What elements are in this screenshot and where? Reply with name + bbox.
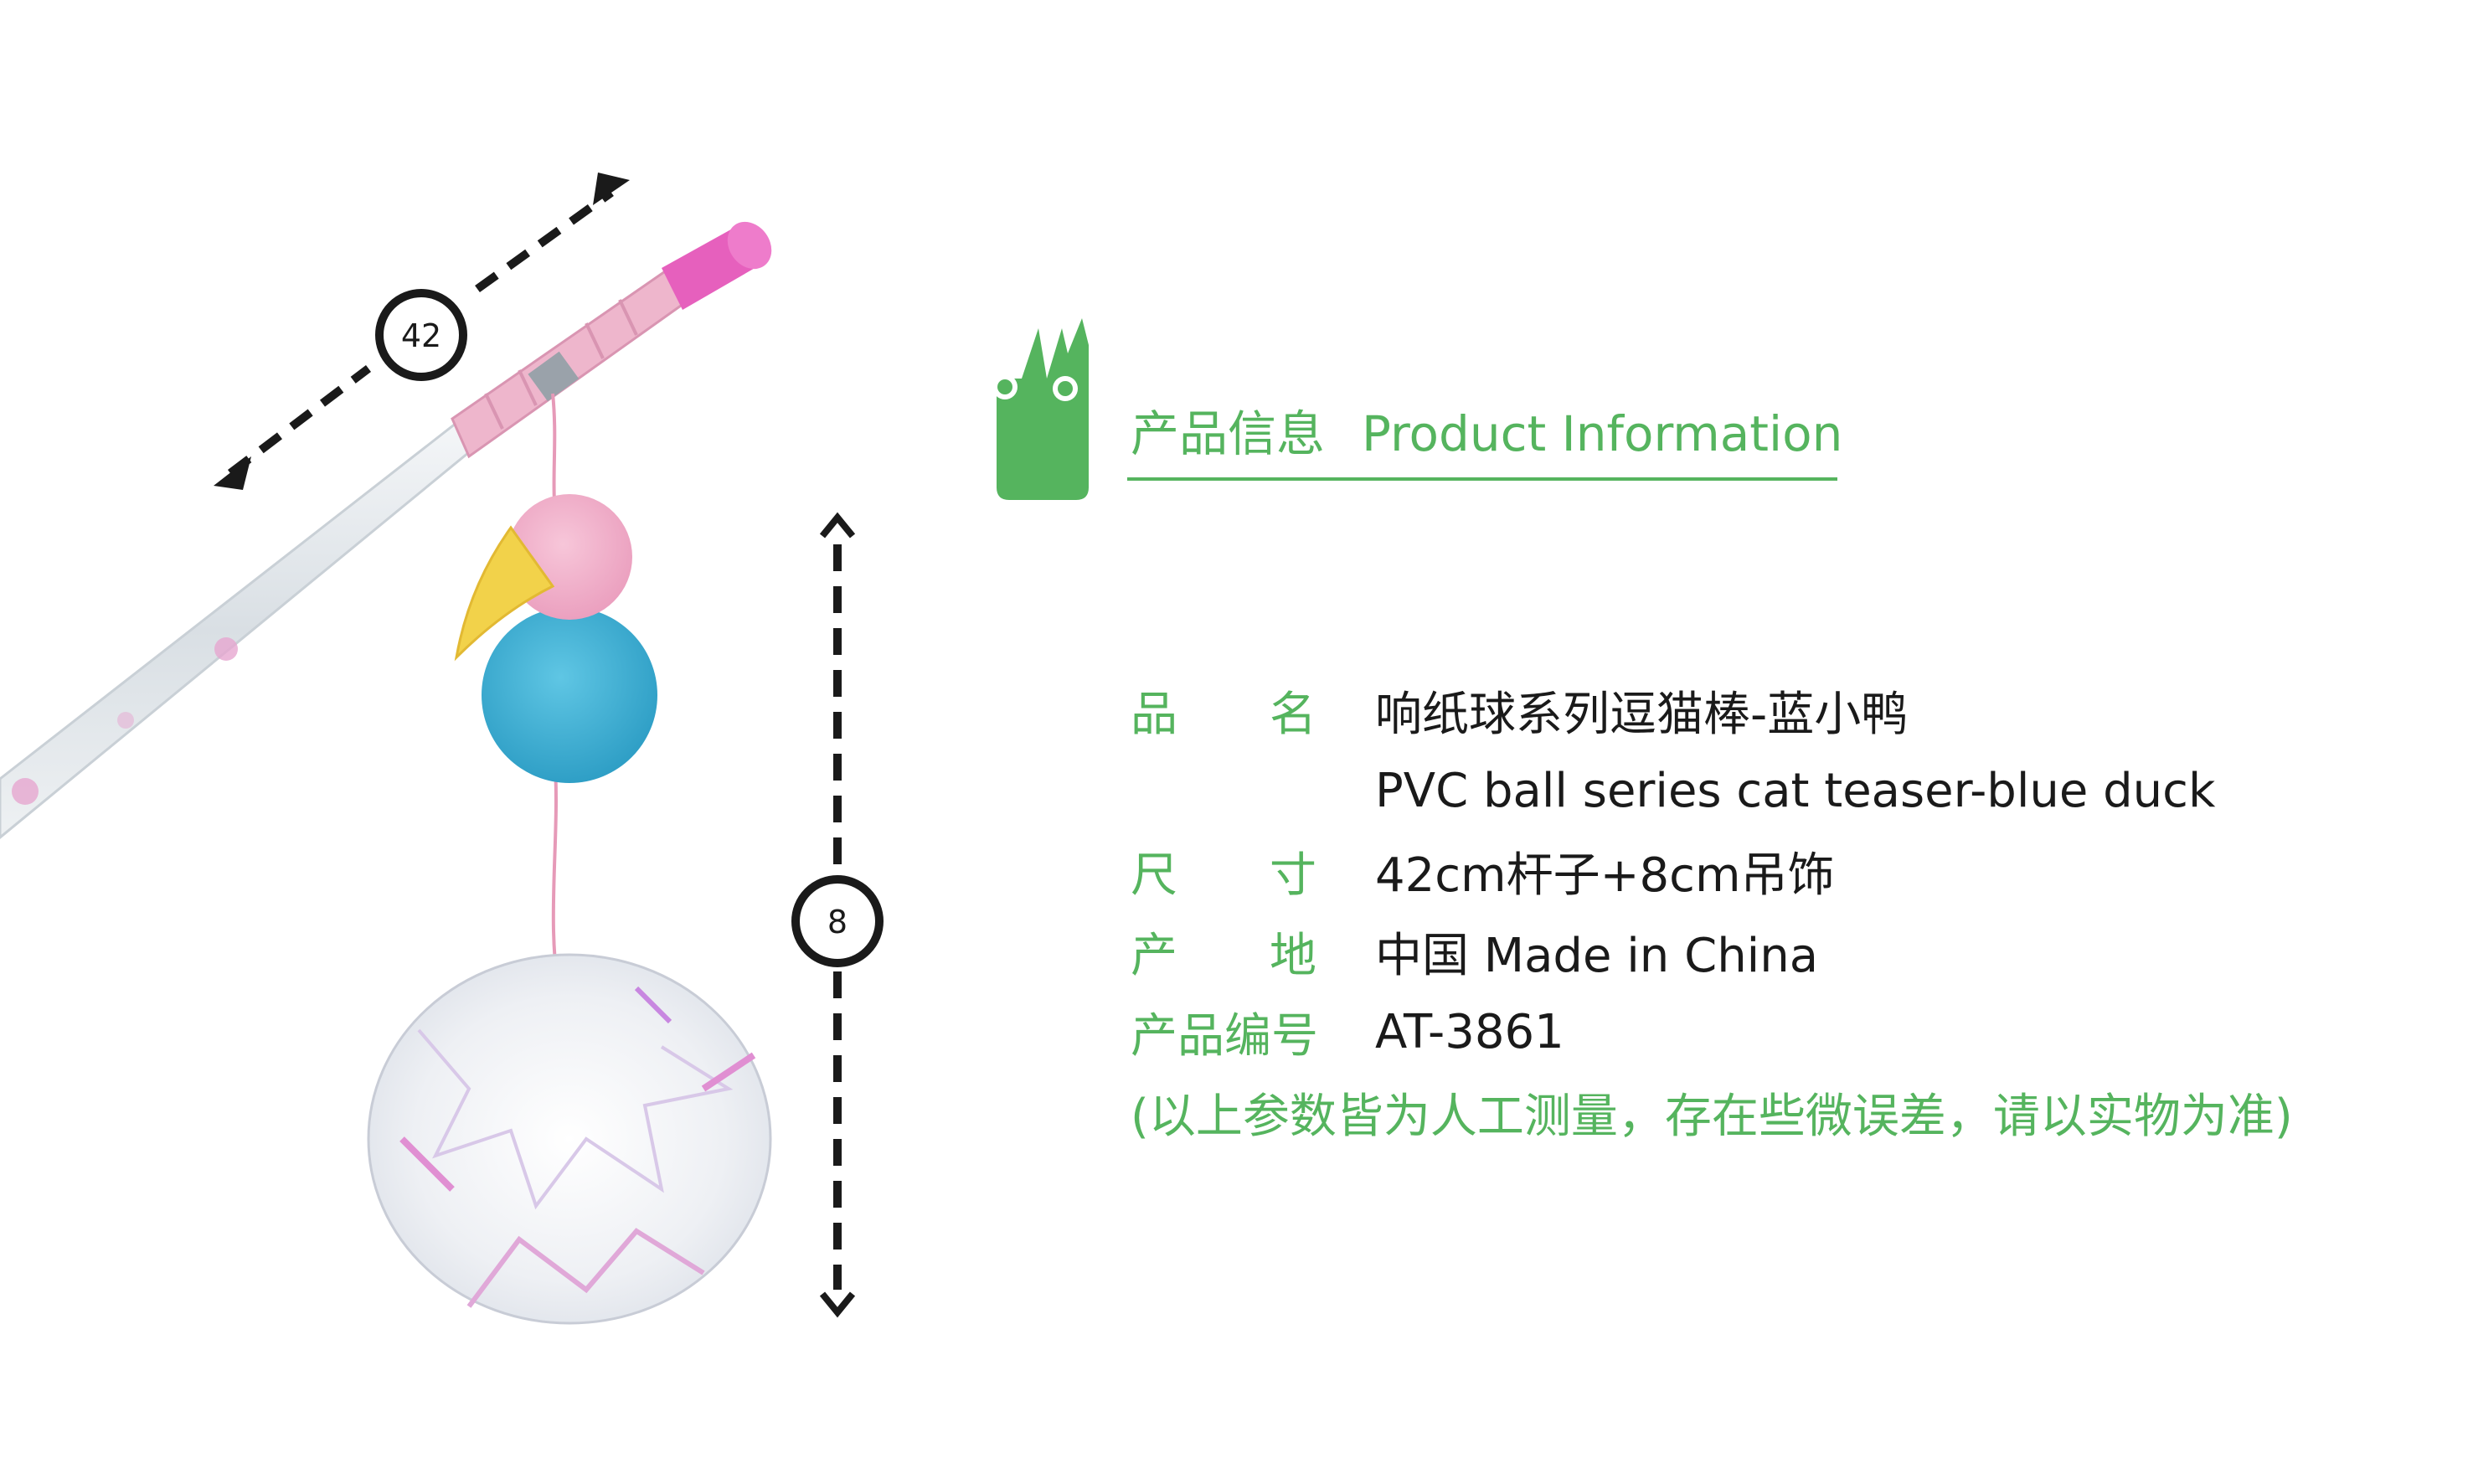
- spec-label: 产地: [1131, 928, 1316, 983]
- measurement-note: (以上参数皆为人工测量，存在些微误差，请以实物为准): [1131, 1089, 2293, 1144]
- spec-row-name: 品名 响纸球系列逗猫棒-蓝小鸭: [1131, 670, 2293, 750]
- spec-row-size: 尺寸 42cm杆子+8cm吊饰: [1131, 831, 2293, 911]
- section-title-cn: 产品信息: [1131, 405, 1326, 462]
- spec-label: 品名: [1131, 687, 1316, 742]
- foil-crinkle-ball: [367, 953, 772, 1325]
- spec-value: PVC ball series cat teaser-blue duck: [1375, 763, 2216, 818]
- drop-label: 8: [827, 904, 848, 940]
- spec-value: 中国 Made in China: [1375, 928, 1819, 983]
- drop-dimension-badge: 8: [791, 875, 884, 967]
- spec-value: AT-3861: [1375, 1004, 1564, 1059]
- drop-dimension-arrow: [819, 512, 856, 1318]
- section-title: 产品信息 Product Information: [1131, 400, 1842, 467]
- length-label: 42: [401, 317, 441, 354]
- wand-grip: [451, 265, 688, 459]
- spec-row-sku: 产品编号 AT-3861: [1131, 992, 2293, 1072]
- measurement-note-row: (以上参数皆为人工测量，存在些微误差，请以实物为准): [1131, 1072, 2293, 1152]
- section-title-en: Product Information: [1362, 405, 1843, 462]
- wand-tip: [662, 221, 772, 310]
- spec-list: 品名 响纸球系列逗猫棒-蓝小鸭 PVC ball series cat teas…: [1131, 670, 2293, 1152]
- length-dimension-badge: 42: [375, 289, 467, 381]
- spec-label: 尺寸: [1131, 848, 1316, 903]
- spec-row-name-en: PVC ball series cat teaser-blue duck: [1131, 750, 2293, 831]
- product-photo: 42 8: [0, 173, 884, 1325]
- duck-ornament: [454, 494, 657, 783]
- title-underline: [1127, 477, 1837, 481]
- spec-label: 产品编号: [1131, 1008, 1318, 1064]
- spec-value: 42cm杆子+8cm吊饰: [1375, 848, 1835, 903]
- length-dimension-arrow: [214, 173, 630, 490]
- spec-row-origin: 产地 中国 Made in China: [1131, 911, 2293, 992]
- green-rabbit-logo-icon: [992, 318, 1089, 500]
- spec-value: 响纸球系列逗猫棒-蓝小鸭: [1375, 687, 1909, 742]
